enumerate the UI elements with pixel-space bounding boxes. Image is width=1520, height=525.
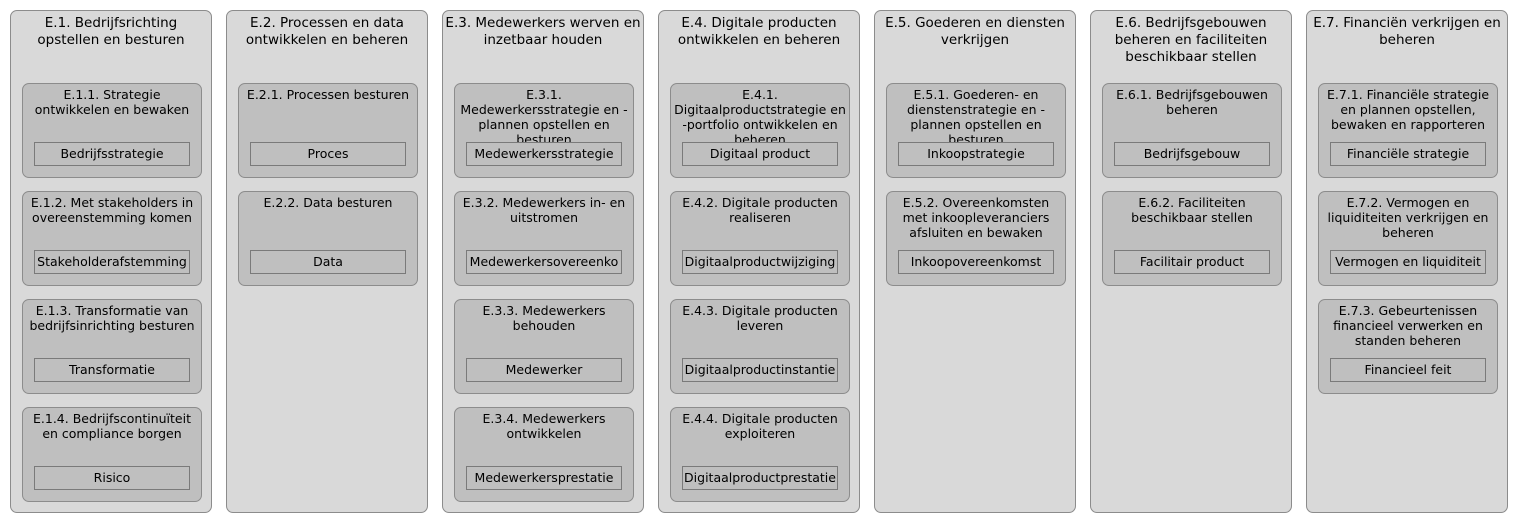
capability-card-e4-2[interactable]: E.4.2. Digitale producten realiseren Dig…: [670, 191, 850, 286]
card-title: E.3.2. Medewerkers in- en uitstromen: [462, 195, 626, 225]
column-title: E.1. Bedrijfsrichting opstellen en bestu…: [37, 15, 185, 48]
capability-card-e1-2[interactable]: E.1.2. Met stakeholders in overeenstemmi…: [22, 191, 202, 286]
business-object[interactable]: Financiële strategie: [1330, 142, 1486, 166]
column-title: E.6. Bedrijfsgebouwen beheren en facilit…: [1114, 15, 1268, 65]
capability-card-e3-2[interactable]: E.3.2. Medewerkers in- en uitstromen Med…: [454, 191, 634, 286]
card-title: E.4.4. Digitale producten exploiteren: [682, 411, 838, 441]
business-object[interactable]: Digitaalproductprestatie: [682, 466, 838, 490]
capability-column-e1: E.1. Bedrijfsrichting opstellen en bestu…: [10, 10, 212, 513]
card-title: E.5.2. Overeenkomsten met inkoopleveranc…: [902, 195, 1050, 240]
card-title: E.5.1. Goederen- en dienstenstrategie en…: [906, 87, 1046, 147]
column-title: E.3. Medewerkers werven en inzetbaar hou…: [445, 15, 641, 48]
business-object[interactable]: Inkoopstrategie: [898, 142, 1054, 166]
business-object[interactable]: Stakeholderafstemming: [34, 250, 190, 274]
business-object[interactable]: Transformatie: [34, 358, 190, 382]
business-object[interactable]: Medewerkersovereenko: [466, 250, 622, 274]
card-title: E.1.1. Strategie ontwikkelen en bewaken: [34, 87, 190, 117]
capability-card-e7-2[interactable]: E.7.2. Vermogen en liquiditeiten verkrij…: [1318, 191, 1498, 286]
card-title: E.7.2. Vermogen en liquiditeiten verkrij…: [1327, 195, 1489, 240]
business-object[interactable]: Digitaal product: [682, 142, 838, 166]
card-title: E.1.4. Bedrijfscontinuïteit en complianc…: [33, 411, 191, 441]
business-object[interactable]: Medewerker: [466, 358, 622, 382]
business-object[interactable]: Digitaalproductinstantie: [682, 358, 838, 382]
business-object[interactable]: Risico: [34, 466, 190, 490]
business-object[interactable]: Medewerkersstrategie: [466, 142, 622, 166]
capability-column-e7: E.7. Financiën verkrijgen en beheren E.7…: [1306, 10, 1508, 513]
capability-column-e6: E.6. Bedrijfsgebouwen beheren en facilit…: [1090, 10, 1292, 513]
column-title: E.5. Goederen en diensten verkrijgen: [885, 15, 1065, 48]
capability-card-e4-1[interactable]: E.4.1. Digitaalproductstrategie en -port…: [670, 83, 850, 178]
card-title: E.3.4. Medewerkers ontwikkelen: [482, 411, 606, 441]
capability-column-e3: E.3. Medewerkers werven en inzetbaar hou…: [442, 10, 644, 513]
capability-card-e6-2[interactable]: E.6.2. Faciliteiten beschikbaar stellen …: [1102, 191, 1282, 286]
column-title: E.7. Financiën verkrijgen en beheren: [1313, 15, 1501, 48]
capability-card-e7-1[interactable]: E.7.1. Financiële strategie en plannen o…: [1318, 83, 1498, 178]
business-object[interactable]: Inkoopovereenkomst: [898, 250, 1054, 274]
business-object[interactable]: Bedrijfsgebouw: [1114, 142, 1270, 166]
card-title: E.2.2. Data besturen: [263, 195, 393, 210]
capability-card-e2-2[interactable]: E.2.2. Data besturen Data: [238, 191, 418, 286]
capability-card-e6-1[interactable]: E.6.1. Bedrijfsgebouwen beheren Bedrijfs…: [1102, 83, 1282, 178]
capability-card-e1-1[interactable]: E.1.1. Strategie ontwikkelen en bewaken …: [22, 83, 202, 178]
capability-card-e4-3[interactable]: E.4.3. Digitale producten leveren Digita…: [670, 299, 850, 394]
card-title: E.7.3. Gebeurtenissen financieel verwerk…: [1333, 303, 1483, 348]
business-object[interactable]: Digitaalproductwijziging: [682, 250, 838, 274]
business-object[interactable]: Bedrijfsstrategie: [34, 142, 190, 166]
card-title: E.2.1. Processen besturen: [246, 87, 410, 102]
capability-card-e3-3[interactable]: E.3.3. Medewerkers behouden Medewerker: [454, 299, 634, 394]
capability-card-e5-2[interactable]: E.5.2. Overeenkomsten met inkoopleveranc…: [886, 191, 1066, 286]
column-title: E.4. Digitale producten ontwikkelen en b…: [677, 15, 841, 48]
capability-card-e5-1[interactable]: E.5.1. Goederen- en dienstenstrategie en…: [886, 83, 1066, 178]
card-title: E.7.1. Financiële strategie en plannen o…: [1326, 87, 1490, 132]
card-title: E.3.1. Medewerkersstrategie en -plannen …: [460, 87, 628, 147]
card-title: E.4.3. Digitale producten leveren: [682, 303, 838, 333]
column-title: E.2. Processen en data ontwikkelen en be…: [245, 15, 409, 48]
capability-card-e2-1[interactable]: E.2.1. Processen besturen Proces: [238, 83, 418, 178]
capability-column-e5: E.5. Goederen en diensten verkrijgen E.5…: [874, 10, 1076, 513]
business-object[interactable]: Facilitair product: [1114, 250, 1270, 274]
capability-column-e4: E.4. Digitale producten ontwikkelen en b…: [658, 10, 860, 513]
business-object[interactable]: Medewerkersprestatie: [466, 466, 622, 490]
card-title: E.4.1. Digitaalproductstrategie en -port…: [674, 87, 846, 147]
card-title: E.3.3. Medewerkers behouden: [482, 303, 606, 333]
capability-card-e3-1[interactable]: E.3.1. Medewerkersstrategie en -plannen …: [454, 83, 634, 178]
business-object[interactable]: Vermogen en liquiditeit: [1330, 250, 1486, 274]
card-title: E.6.2. Faciliteiten beschikbaar stellen: [1131, 195, 1253, 225]
card-title: E.6.1. Bedrijfsgebouwen beheren: [1116, 87, 1268, 117]
card-title: E.1.3. Transformatie van bedrijfsinricht…: [29, 303, 195, 333]
capability-card-e1-4[interactable]: E.1.4. Bedrijfscontinuïteit en complianc…: [22, 407, 202, 502]
business-object[interactable]: Proces: [250, 142, 406, 166]
business-object[interactable]: Data: [250, 250, 406, 274]
card-title: E.4.2. Digitale producten realiseren: [682, 195, 838, 225]
capability-card-e1-3[interactable]: E.1.3. Transformatie van bedrijfsinricht…: [22, 299, 202, 394]
capability-card-e7-3[interactable]: E.7.3. Gebeurtenissen financieel verwerk…: [1318, 299, 1498, 394]
business-object[interactable]: Financieel feit: [1330, 358, 1486, 382]
capability-card-e4-4[interactable]: E.4.4. Digitale producten exploiteren Di…: [670, 407, 850, 502]
card-title: E.1.2. Met stakeholders in overeenstemmi…: [30, 195, 194, 225]
capability-card-e3-4[interactable]: E.3.4. Medewerkers ontwikkelen Medewerke…: [454, 407, 634, 502]
capability-column-e2: E.2. Processen en data ontwikkelen en be…: [226, 10, 428, 513]
